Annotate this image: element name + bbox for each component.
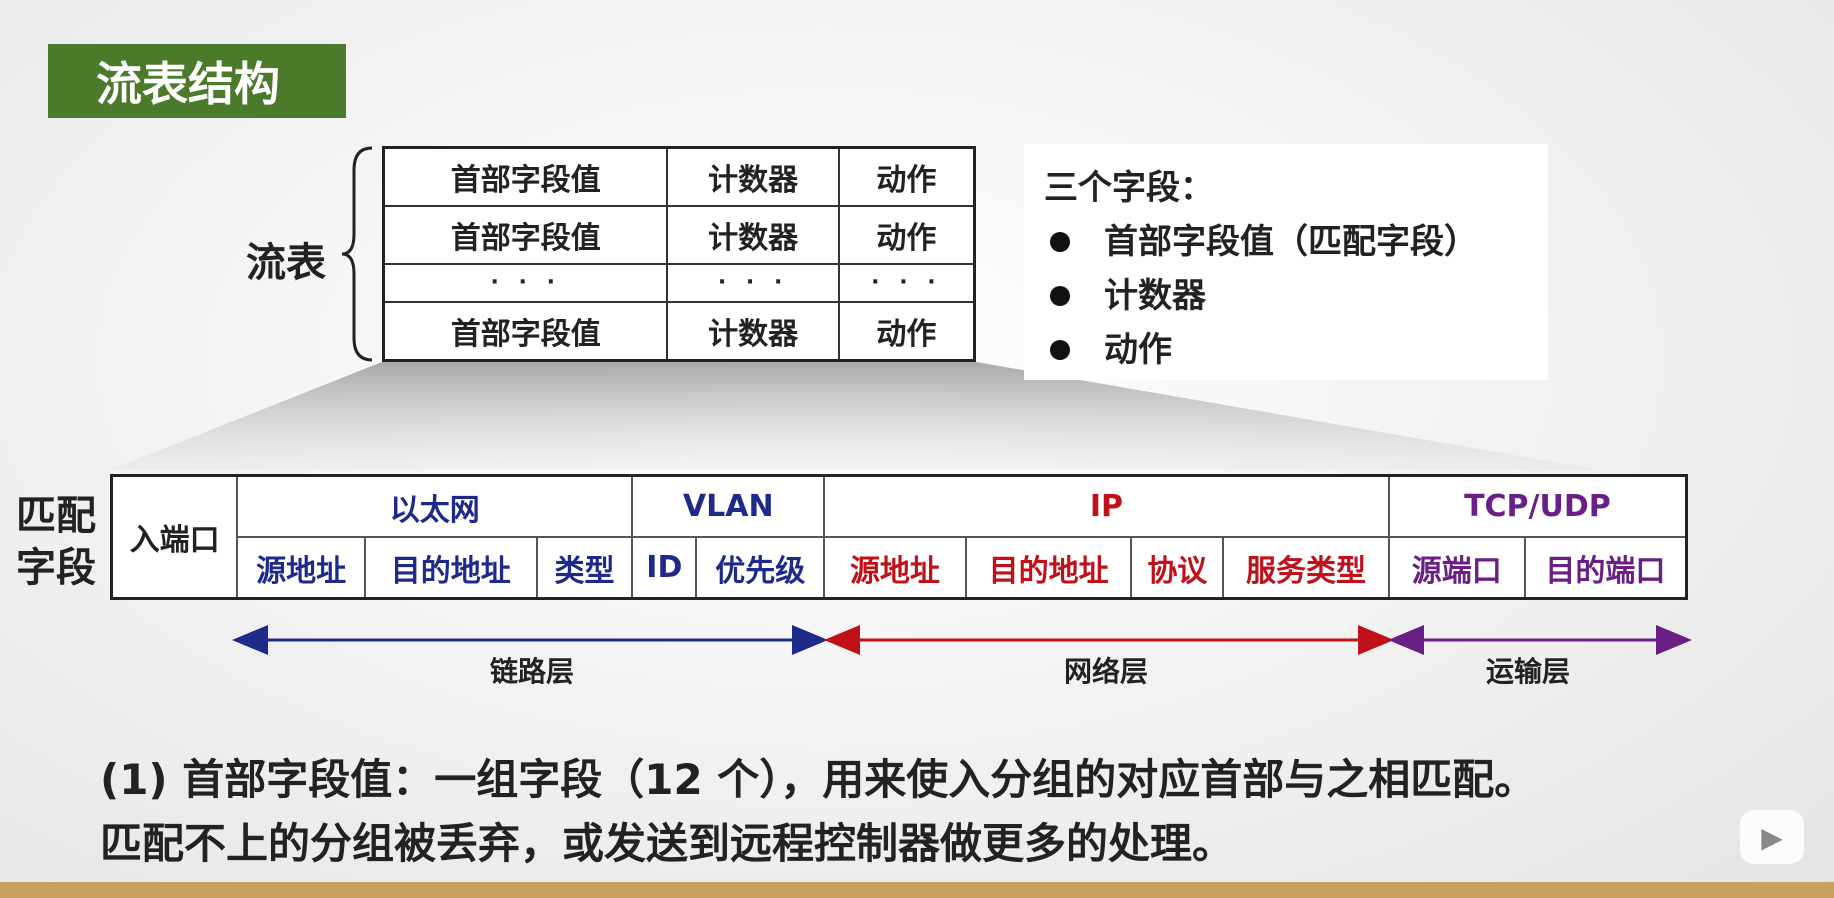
three-fields-list: 首部字段值（匹配字段） 计数器 动作 — [1044, 215, 1528, 377]
slide-title: 流表结构 — [48, 44, 346, 118]
brace-icon — [341, 146, 373, 362]
three-fields-heading: 三个字段： — [1044, 168, 1214, 208]
action-cell: 动作 — [837, 146, 976, 207]
action-cell: 动作 — [837, 301, 976, 362]
field-cell: 目的端口 — [1523, 536, 1688, 600]
list-item: 计数器 — [1044, 269, 1528, 323]
ellipsis-cell: · · · — [837, 262, 976, 304]
tv-icon[interactable]: ▶ — [1740, 810, 1804, 864]
list-item: 首部字段值（匹配字段） — [1044, 215, 1528, 269]
slide-title-text: 流表结构 — [96, 57, 280, 111]
field-cell: ID — [631, 536, 698, 600]
flow-table-row: 首部字段值 计数器 动作 — [382, 204, 976, 265]
flow-table-label: 流表 — [246, 240, 326, 286]
flow-table-row: 首部字段值 计数器 动作 — [382, 146, 976, 207]
group-ethernet: 以太网 — [236, 474, 634, 538]
field-cell: 优先级 — [695, 536, 826, 600]
action-cell: 动作 — [837, 204, 976, 265]
flow-table: 首部字段值 计数器 动作 首部字段值 计数器 动作 · · · · · · · … — [382, 146, 976, 362]
ellipsis-cell: · · · — [666, 262, 840, 304]
field-cell: 源地址 — [823, 536, 967, 600]
group-ip: IP — [823, 474, 1390, 538]
counter-cell: 计数器 — [666, 146, 840, 207]
flow-table-row: 首部字段值 计数器 动作 — [382, 301, 976, 362]
field-cell: 源地址 — [236, 536, 366, 600]
match-field-row: 源地址 目的地址 类型 ID 优先级 源地址 目的地址 协议 服务类型 源端口 … — [112, 536, 1688, 600]
group-tcp-udp: TCP/UDP — [1387, 474, 1688, 538]
match-fields-label: 匹配 字段 — [16, 490, 96, 594]
counter-cell: 计数器 — [666, 204, 840, 265]
field-cell: 目的地址 — [964, 536, 1133, 600]
three-fields-box: 三个字段： 首部字段值（匹配字段） 计数器 动作 — [1024, 144, 1548, 380]
match-fields-label-line2: 字段 — [16, 545, 96, 591]
transport-layer-label: 运输层 — [1486, 655, 1571, 688]
bottom-bar — [0, 882, 1834, 898]
description-line-2: 匹配不上的分组被丢弃，或发送到远程控制器做更多的处理。 — [100, 819, 1235, 868]
header-field-cell: 首部字段值 — [382, 204, 669, 265]
field-cell: 服务类型 — [1222, 536, 1390, 600]
group-vlan: VLAN — [631, 474, 826, 538]
bullet-icon — [1050, 286, 1070, 306]
field-cell: 源端口 — [1387, 536, 1526, 600]
match-group-row: 入端口 以太网 VLAN IP TCP/UDP — [110, 474, 1688, 600]
bullet-icon — [1050, 340, 1070, 360]
field-cell: 目的地址 — [363, 536, 538, 600]
header-field-cell: 首部字段值 — [382, 301, 669, 362]
list-item-label: 首部字段值（匹配字段） — [1104, 222, 1478, 262]
header-field-cell: 首部字段值 — [382, 146, 669, 207]
flow-table-row-ellipsis: · · · · · · · · · — [382, 262, 976, 304]
link-layer-label: 链路层 — [490, 655, 575, 688]
bullet-icon — [1050, 232, 1070, 252]
list-item-label: 计数器 — [1104, 276, 1206, 316]
list-item: 动作 — [1044, 323, 1528, 377]
field-cell: 类型 — [535, 536, 634, 600]
counter-cell: 计数器 — [666, 301, 840, 362]
match-fields-table: 入端口 以太网 VLAN IP TCP/UDP 源地址 目的地址 类型 ID 优… — [110, 474, 1688, 600]
network-layer-label: 网络层 — [1064, 655, 1149, 688]
field-cell: 协议 — [1130, 536, 1225, 600]
match-fields-label-line1: 匹配 — [16, 493, 96, 539]
ellipsis-cell: · · · — [382, 262, 669, 304]
in-port-cell: 入端口 — [110, 474, 239, 600]
description-line-1: (1) 首部字段值：一组字段（12 个），用来使入分组的对应首部与之相匹配。 — [100, 755, 1537, 804]
list-item-label: 动作 — [1104, 330, 1172, 370]
